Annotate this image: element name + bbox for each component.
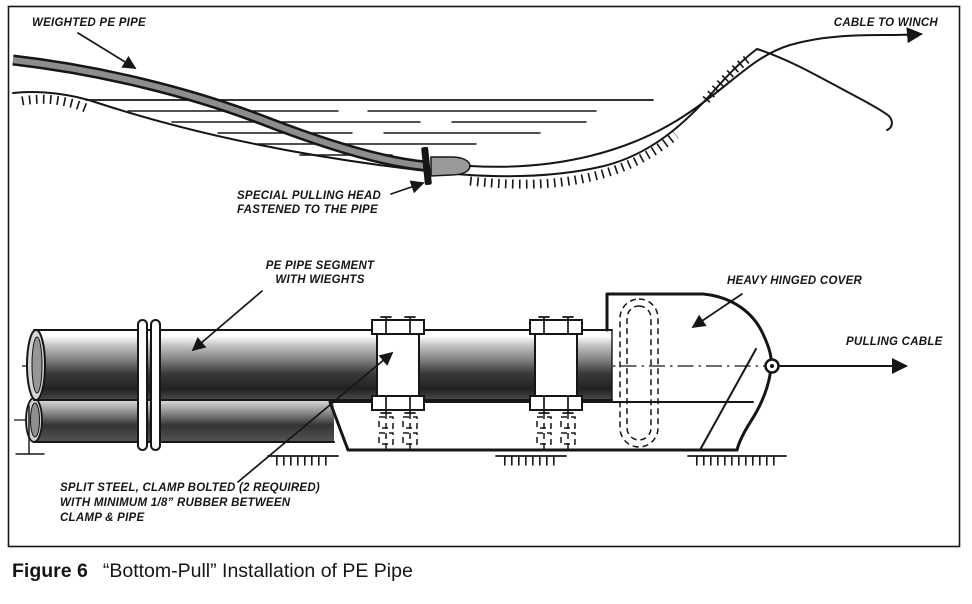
- leader-pulling-head: [390, 180, 425, 195]
- weight-collar: [137, 319, 161, 451]
- split-steel-clamp-2: [529, 316, 583, 449]
- leader-weighted-pipe: [77, 32, 137, 69]
- ground-hatching: [267, 455, 787, 466]
- top-diagram: WEIGHTED PE PIPE CABLE TO WINCH SPECIAL …: [12, 17, 939, 216]
- terrain-profile: [12, 48, 893, 189]
- label-weighted-pipe: WEIGHTED PE PIPE: [32, 17, 146, 29]
- leader-clamp: [237, 351, 394, 483]
- internal-strut: [699, 348, 757, 451]
- hinged-cover-sled: [605, 292, 773, 452]
- pulling-head: [421, 146, 471, 186]
- leader-pipe-segment: [191, 290, 263, 352]
- tow-eye: [764, 358, 780, 374]
- label-hinged-cover: HEAVY HINGED COVER: [727, 275, 863, 287]
- split-steel-clamp-1: [371, 316, 425, 449]
- open-cover-dashed: [619, 298, 659, 448]
- figure-caption: Figure 6 “Bottom-Pull” Installation of PE…: [12, 560, 413, 583]
- pe-pipe-segment: [26, 329, 613, 401]
- figure-border: [7, 5, 961, 548]
- winch-cable: [469, 27, 923, 168]
- bottom-diagram: PE PIPE SEGMENT WITH WIEGHTS HEAVY HINGE…: [14, 260, 943, 524]
- label-clamp-2: WITH MINIMUM 1/8” RUBBER BETWEEN: [60, 497, 291, 509]
- figure-caption-label: Figure 6: [12, 560, 88, 582]
- label-pulling-cable: PULLING CABLE: [846, 336, 943, 348]
- label-pulling-head-1: SPECIAL PULLING HEAD: [237, 190, 381, 202]
- lower-pipe-segment: [25, 397, 335, 443]
- weighted-pipe-profile: [12, 54, 427, 172]
- label-clamp-3: CLAMP & PIPE: [60, 512, 144, 524]
- leader-hinged-cover: [691, 293, 743, 328]
- diagram-canvas: WEIGHTED PE PIPE CABLE TO WINCH SPECIAL …: [7, 5, 961, 548]
- label-pulling-head-2: FASTENED TO THE PIPE: [237, 204, 378, 216]
- label-cable-to-winch: CABLE TO WINCH: [834, 17, 939, 29]
- pipe-support: [15, 405, 45, 455]
- label-clamp-1: SPLIT STEEL, CLAMP BOLTED (2 REQUIRED): [60, 482, 320, 494]
- figure-caption-text: “Bottom-Pull” Installation of PE Pipe: [102, 560, 413, 582]
- label-pipe-segment-2: WITH WIEGHTS: [275, 274, 364, 286]
- label-pipe-segment-1: PE PIPE SEGMENT: [266, 260, 375, 272]
